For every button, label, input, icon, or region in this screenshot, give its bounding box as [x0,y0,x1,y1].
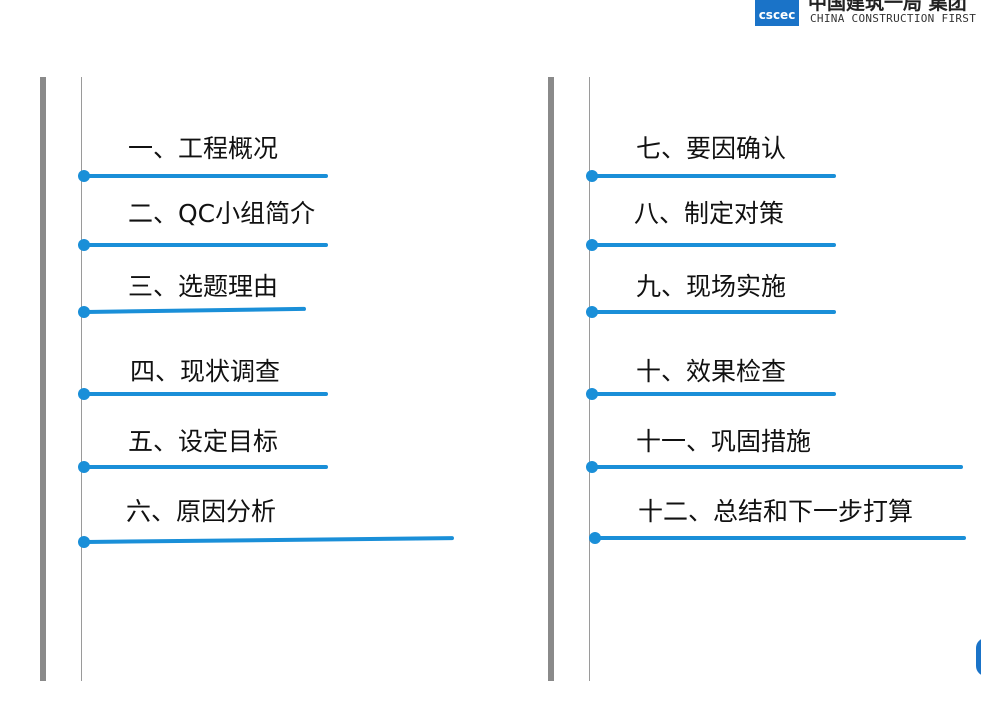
left-column-bar [40,77,46,681]
bullet-dot [586,388,598,400]
toc-item-label: 十二、总结和下一步打算 [638,497,914,526]
toc-underline [592,392,836,396]
toc-underline [84,392,328,396]
bullet-dot [78,461,90,473]
bullet-dot [78,239,90,251]
right-column-bar [548,77,554,681]
bullet-dot [78,170,90,182]
toc-underline [84,174,328,178]
bullet-dot [78,388,90,400]
toc-underline [83,306,307,314]
right-column-rule [589,77,590,681]
toc-item-label: 七、要因确认 [636,134,787,163]
toc-item-label: 八、制定对策 [634,199,785,228]
company-name-en: CHINA CONSTRUCTION FIRST [810,12,977,25]
bullet-dot [78,536,90,548]
toc-item-label: 四、现状调查 [130,357,281,386]
toc-underline [592,310,836,314]
toc-underline [84,243,328,247]
bullet-dot [78,306,90,318]
toc-item-label: 六、原因分析 [126,497,277,526]
toc-underline [592,465,963,469]
toc-item-label: 一、工程概况 [128,134,279,163]
bullet-dot [586,461,598,473]
left-column-rule [81,77,82,681]
toc-item-label: 十、效果检查 [636,357,787,386]
toc-underline [84,465,328,469]
bullet-dot [586,239,598,251]
bullet-dot [586,170,598,182]
company-logo-icon: cscec [755,0,799,26]
toc-item-label: 三、选题理由 [128,272,279,301]
toc-underline [595,536,966,540]
toc-underline [83,536,455,544]
toc-underline [592,243,836,247]
toc-item-label: 十一、巩固措施 [636,427,812,456]
toc-item-label: 二、QC小组简介 [128,199,316,228]
toc-item-label: 九、现场实施 [636,272,787,301]
edge-decoration [976,638,981,676]
bullet-dot [589,532,601,544]
company-name-cn: 中国建筑一局 集团 [808,0,967,14]
toc-underline [592,174,836,178]
toc-item-label: 五、设定目标 [128,427,279,456]
bullet-dot [586,306,598,318]
